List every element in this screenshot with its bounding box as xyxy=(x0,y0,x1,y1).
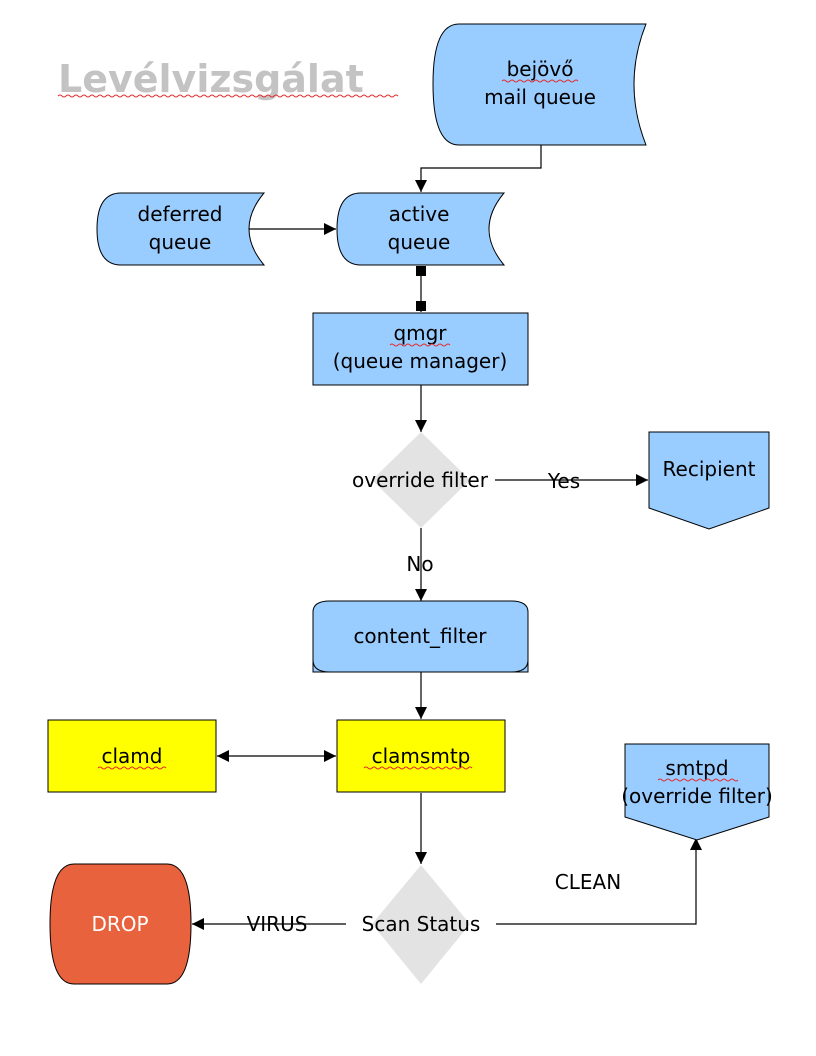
drop-node: DROP xyxy=(49,863,192,985)
scan-status-label: Scan Status xyxy=(362,912,481,936)
override-filter-label: override filter xyxy=(352,468,489,492)
deferred-queue-label-2: queue xyxy=(149,230,212,254)
qmgr-node: qmgr (queue manager) xyxy=(312,312,529,386)
connector-square-top xyxy=(416,266,426,276)
incoming-queue-label-2: mail queue xyxy=(484,85,596,109)
spellcheck-underline xyxy=(97,766,167,770)
deferred-queue-label-1: deferred xyxy=(138,202,223,226)
incoming-queue-label-1: bejövő xyxy=(507,57,574,81)
clamsmtp-label: clamsmtp xyxy=(372,744,471,768)
override-filter-decision: override filter xyxy=(352,432,489,528)
clamsmtp-node: clamsmtp xyxy=(336,719,506,793)
recipient-node: Recipient xyxy=(648,431,770,530)
spellcheck-underline xyxy=(389,343,451,347)
edge-label-yes: Yes xyxy=(547,469,580,493)
clamd-label: clamd xyxy=(102,744,163,768)
incoming-mail-queue-node: bejövő mail queue xyxy=(432,23,647,146)
spellcheck-underline xyxy=(57,94,399,98)
content-filter-node: content_filter xyxy=(312,600,529,673)
active-queue-label-2: queue xyxy=(388,230,451,254)
edge-label-no: No xyxy=(406,552,433,576)
edge-label-clean: CLEAN xyxy=(555,870,621,894)
edge-label-virus: VIRUS xyxy=(247,912,308,936)
recipient-label: Recipient xyxy=(663,457,756,481)
active-queue-node: active queue xyxy=(336,192,506,266)
diagram-title: Levélvizsgálat xyxy=(58,57,364,101)
edge-scan-to-smtpd xyxy=(496,838,702,925)
qmgr-label-2: (queue manager) xyxy=(333,349,508,373)
scan-status-decision: Scan Status xyxy=(362,865,481,984)
spellcheck-underline xyxy=(363,766,473,770)
smtpd-label-1: smtpd xyxy=(665,756,728,780)
smtpd-node: smtpd (override filter) xyxy=(621,743,773,841)
clamd-node: clamd xyxy=(47,719,217,793)
drop-label: DROP xyxy=(91,912,148,936)
content-filter-label: content_filter xyxy=(353,624,487,648)
spellcheck-underline xyxy=(657,778,739,782)
smtpd-label-2: (override filter) xyxy=(621,784,773,808)
spellcheck-underline xyxy=(501,79,579,83)
edge-incoming-to-active xyxy=(415,145,542,192)
active-queue-label-1: active xyxy=(389,202,450,226)
deferred-queue-node: deferred queue xyxy=(96,192,266,266)
connector-square-bottom xyxy=(416,301,426,311)
qmgr-label-1: qmgr xyxy=(393,321,447,345)
